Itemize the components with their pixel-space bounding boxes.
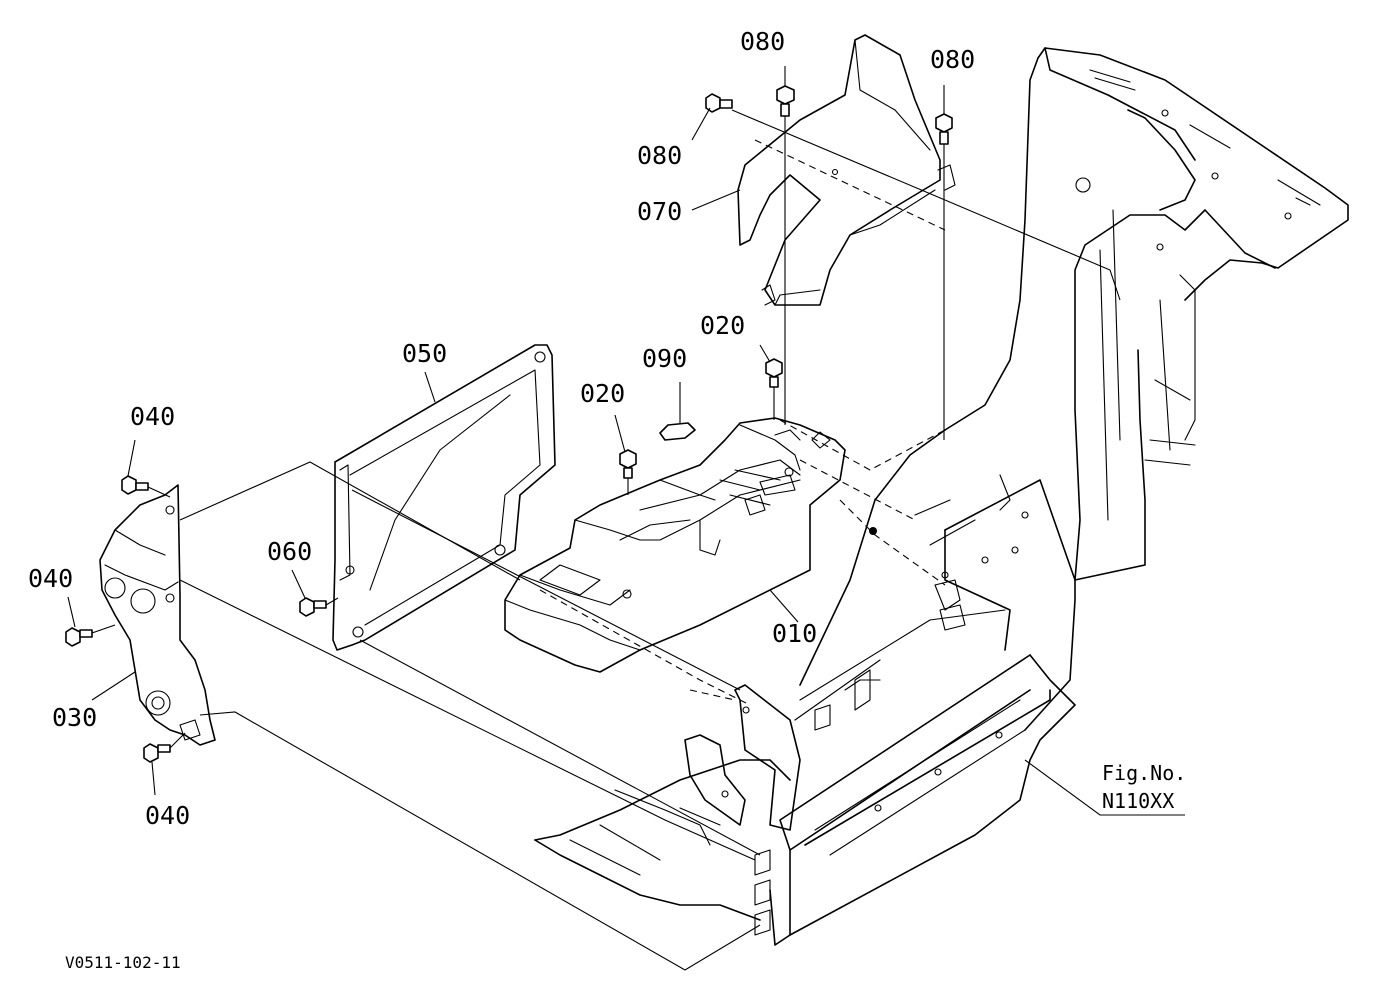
bolt-020-right	[765, 358, 783, 388]
cover-070	[737, 34, 956, 306]
console-010	[504, 417, 846, 673]
bolt-020-left	[619, 449, 637, 479]
bolt-040-mid	[65, 627, 93, 647]
callout-labels: 080 080 080 070 050 090 020 020 040 040 …	[28, 27, 975, 830]
callout-080-right: 080	[930, 45, 975, 74]
figure-number-text: N110XX	[1102, 789, 1174, 813]
pad-090	[659, 422, 696, 441]
callout-020-right: 020	[700, 311, 745, 340]
bolt-080-top	[776, 85, 795, 117]
callout-020-left: 020	[580, 379, 625, 408]
callout-040-top: 040	[130, 402, 175, 431]
callout-080-left: 080	[637, 141, 682, 170]
bolt-080-right	[935, 113, 953, 145]
callout-090: 090	[642, 344, 687, 373]
bolt-040-bottom	[143, 743, 171, 763]
callout-030: 030	[52, 703, 97, 732]
bolts	[65, 85, 953, 763]
figure-number: Fig.No. N110XX	[1102, 761, 1186, 813]
callout-040-mid: 040	[28, 564, 73, 593]
callout-leaders	[67, 66, 1185, 816]
panel-050	[332, 344, 556, 651]
callout-060: 060	[267, 537, 312, 566]
callout-080-top: 080	[740, 27, 785, 56]
drawing-code: V0511-102-11	[65, 953, 181, 972]
floor-frame-assembly	[534, 47, 1349, 946]
side-panel-030	[99, 484, 216, 746]
figure-label: Fig.No.	[1102, 761, 1186, 785]
callout-040-bottom: 040	[145, 801, 190, 830]
callout-010: 010	[772, 619, 817, 648]
bolt-060	[299, 597, 327, 617]
bolt-040-top	[121, 475, 149, 495]
bolt-080-left	[705, 93, 733, 113]
callout-070: 070	[637, 197, 682, 226]
callout-050: 050	[402, 339, 447, 368]
assembly-lines	[91, 109, 1121, 971]
